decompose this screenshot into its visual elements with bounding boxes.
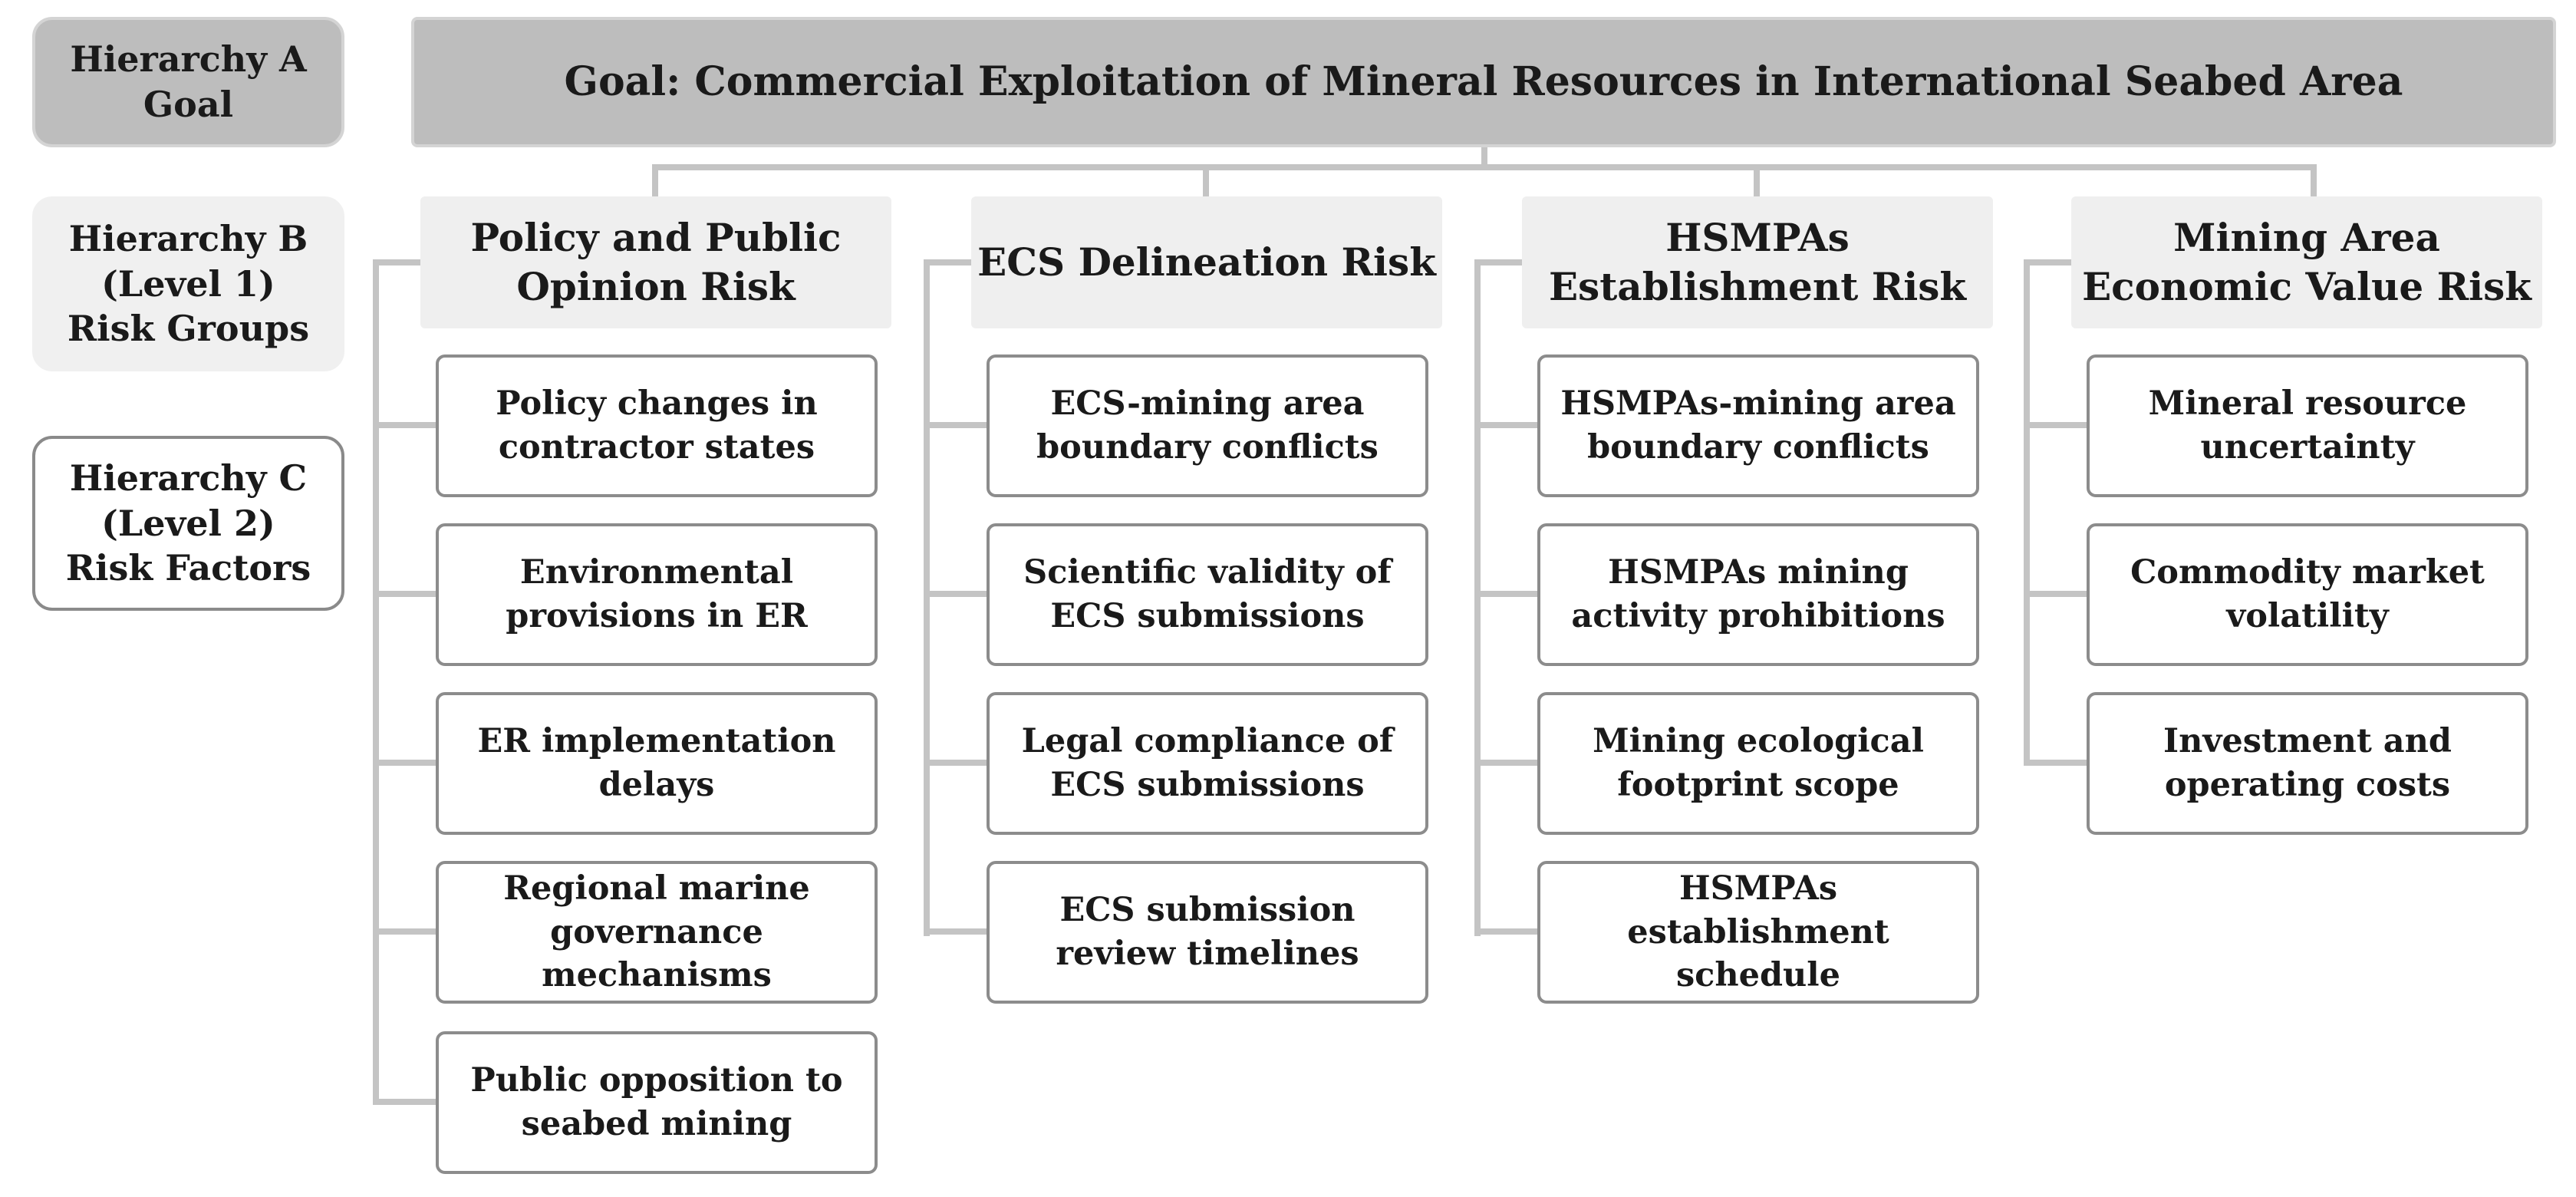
factor-box: Legal compliance of ECS submissions — [987, 692, 1428, 835]
group-1-spine-top-line — [373, 259, 420, 265]
group-1-branch-line — [373, 591, 436, 597]
factor-text: Mineral resource uncertainty — [2148, 384, 2467, 467]
factor-text: Investment and operating costs — [2163, 722, 2452, 804]
factor-text: ECS submission review timelines — [1056, 891, 1359, 973]
factor-box: Scientific validity of ECS submissions — [987, 523, 1428, 666]
group-1-spine-line — [373, 259, 379, 1105]
factor-text: HSMPAs establishment schedule — [1627, 869, 1889, 995]
group-title: Policy and Public Opinion Risk — [470, 215, 842, 309]
factor-text: Policy changes in contractor states — [496, 384, 818, 467]
group-box-policy-public-opinion: Policy and Public Opinion Risk — [420, 196, 891, 328]
group-4-spine-top-line — [2024, 259, 2071, 265]
group-4-branch-line — [2024, 422, 2087, 428]
group-4-spine-line — [2024, 259, 2030, 766]
group-bus-line — [652, 164, 2317, 170]
hierarchy-c-label: Hierarchy C (Level 2) Risk Factors — [32, 436, 344, 611]
group-title: HSMPAs Establishment Risk — [1548, 215, 1967, 309]
factor-text: HSMPAs mining activity prohibitions — [1571, 553, 1945, 635]
goal-stem-line — [1481, 147, 1487, 170]
group-box-ecs-delineation: ECS Delineation Risk — [971, 196, 1442, 328]
factor-text: Regional marine governance mechanisms — [503, 869, 810, 995]
factor-text: Environmental provisions in ER — [506, 553, 808, 635]
group-1-branch-line — [373, 928, 436, 935]
group-2-branch-line — [924, 760, 987, 766]
factor-box: ECS submission review timelines — [987, 861, 1428, 1004]
factor-text: Mining ecological footprint scope — [1593, 722, 1924, 804]
group-box-hsmpas-establishment: HSMPAs Establishment Risk — [1522, 196, 1993, 328]
factor-box: Public opposition to seabed mining — [436, 1031, 878, 1174]
group-drop-line-1 — [652, 164, 658, 196]
group-2-spine-line — [924, 259, 930, 936]
goal-text: Goal: Commercial Exploitation of Mineral… — [564, 58, 2403, 105]
group-drop-line-2 — [1203, 164, 1209, 196]
group-title: Mining Area Economic Value Risk — [2082, 215, 2532, 309]
factor-text: HSMPAs-mining area boundary conflicts — [1560, 384, 1956, 467]
factor-box: HSMPAs establishment schedule — [1537, 861, 1979, 1004]
group-4-branch-line — [2024, 591, 2087, 597]
factor-box: Commodity market volatility — [2087, 523, 2528, 666]
group-4-branch-line — [2024, 760, 2087, 766]
factor-text: Scientific validity of ECS submissions — [1023, 553, 1392, 635]
group-3-branch-line — [1474, 760, 1537, 766]
factor-box: ER implementation delays — [436, 692, 878, 835]
group-2-branch-line — [924, 591, 987, 597]
group-1-branch-line — [373, 1099, 436, 1105]
factor-box: HSMPAs-mining area boundary conflicts — [1537, 354, 1979, 497]
group-2-branch-line — [924, 928, 987, 935]
hierarchy-c-text: Hierarchy C (Level 2) Risk Factors — [65, 457, 311, 589]
factor-text: Public opposition to seabed mining — [470, 1061, 843, 1143]
group-box-mining-area-economic-value: Mining Area Economic Value Risk — [2071, 196, 2542, 328]
hierarchy-b-label: Hierarchy B (Level 1) Risk Groups — [32, 196, 344, 371]
group-3-spine-top-line — [1474, 259, 1522, 265]
hierarchy-a-label: Hierarchy A Goal — [32, 17, 344, 147]
hierarchy-b-text: Hierarchy B (Level 1) Risk Groups — [67, 217, 310, 350]
factor-text: Legal compliance of ECS submissions — [1021, 722, 1394, 804]
group-3-branch-line — [1474, 928, 1537, 935]
factor-text: ECS-mining area boundary conflicts — [1036, 384, 1379, 467]
group-2-branch-line — [924, 422, 987, 428]
group-3-spine-line — [1474, 259, 1481, 936]
factor-box: HSMPAs mining activity prohibitions — [1537, 523, 1979, 666]
group-2-spine-top-line — [924, 259, 971, 265]
factor-text: Commodity market volatility — [2130, 553, 2485, 635]
group-1-branch-line — [373, 422, 436, 428]
goal-box: Goal: Commercial Exploitation of Mineral… — [411, 17, 2556, 147]
factor-box: Environmental provisions in ER — [436, 523, 878, 666]
group-drop-line-4 — [2311, 164, 2317, 196]
group-3-branch-line — [1474, 422, 1537, 428]
factor-box: Investment and operating costs — [2087, 692, 2528, 835]
factor-box: ECS-mining area boundary conflicts — [987, 354, 1428, 497]
group-3-branch-line — [1474, 591, 1537, 597]
factor-box: Mineral resource uncertainty — [2087, 354, 2528, 497]
factor-box: Policy changes in contractor states — [436, 354, 878, 497]
factor-box: Regional marine governance mechanisms — [436, 861, 878, 1004]
group-title: ECS Delineation Risk — [977, 239, 1436, 285]
factor-text: ER implementation delays — [477, 722, 836, 804]
group-1-branch-line — [373, 760, 436, 766]
group-drop-line-3 — [1754, 164, 1760, 196]
factor-box: Mining ecological footprint scope — [1537, 692, 1979, 835]
hierarchy-a-text: Hierarchy A Goal — [70, 38, 307, 125]
